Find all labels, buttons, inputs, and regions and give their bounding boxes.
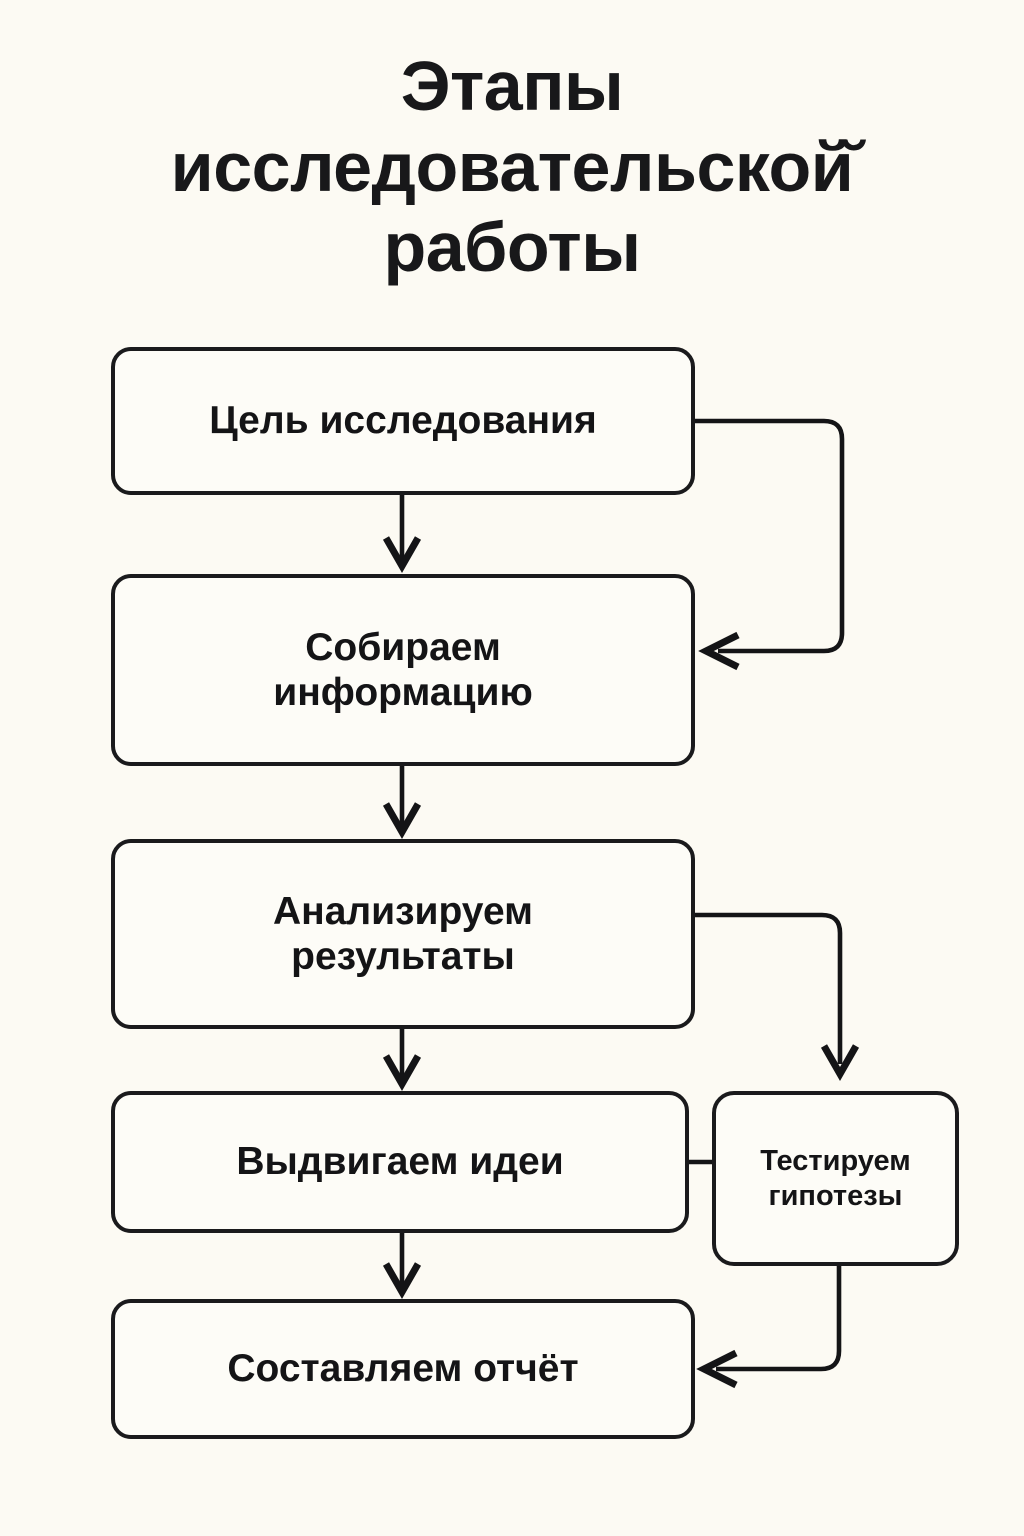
node-propose-ideas-label: Выдвигаем идеи — [236, 1140, 564, 1184]
edge-analyze-to-ideas — [382, 1029, 422, 1092]
node-write-report[interactable]: Составляем отчёт — [111, 1299, 695, 1439]
edge-collect-to-analyze — [382, 766, 422, 840]
node-collect-information[interactable]: Собираем информацию — [111, 574, 695, 766]
node-test-hypotheses-label: Тестируем гипотезы — [760, 1144, 911, 1212]
node-analyze-results[interactable]: Анализируем результаты — [111, 839, 695, 1029]
node-collect-information-label: Собираем информацию — [273, 625, 533, 714]
node-goal-label: Цель исследования — [209, 399, 597, 443]
edge-goal-to-collect-loop — [695, 418, 845, 671]
page-title: Этапы исследовательской̆ работы — [170, 47, 854, 286]
edge-test-to-report — [696, 1266, 842, 1389]
node-analyze-results-label: Анализируем результаты — [272, 889, 534, 978]
node-write-report-label: Составляем отчёт — [227, 1347, 579, 1391]
node-propose-ideas[interactable]: Выдвигаем идеи — [111, 1091, 689, 1233]
node-goal[interactable]: Цель исследования — [111, 347, 695, 495]
node-test-hypotheses[interactable]: Тестируем гипотезы — [712, 1091, 959, 1266]
edge-analyze-to-test — [695, 912, 860, 1082]
edge-ideas-to-report — [382, 1233, 422, 1300]
edge-goal-to-collect-down — [382, 495, 422, 574]
